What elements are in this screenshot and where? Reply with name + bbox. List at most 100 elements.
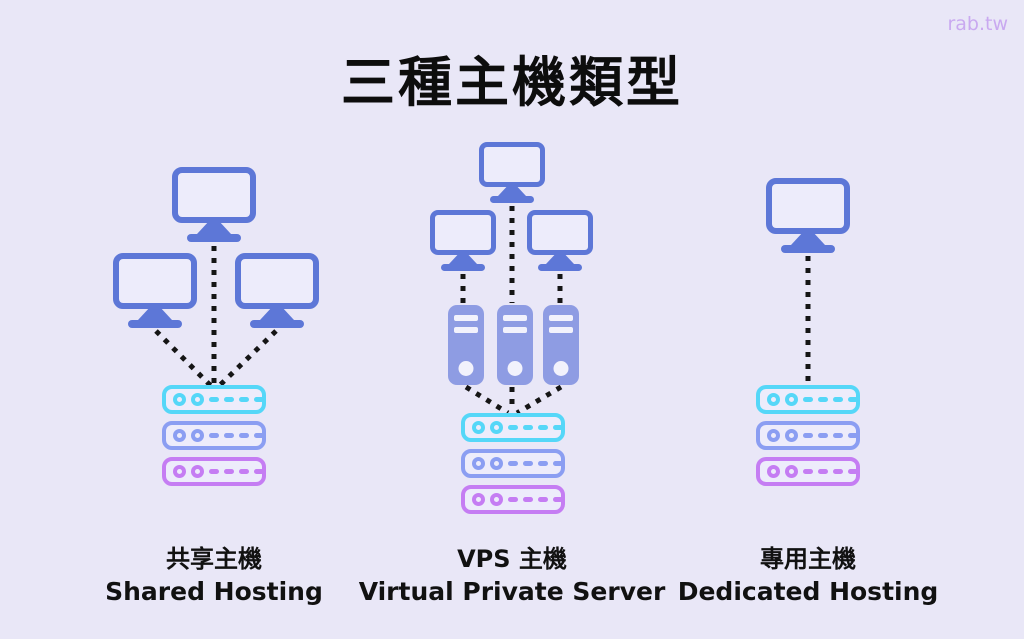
column-label-vps: VPS 主機 Virtual Private Server xyxy=(352,544,672,607)
rack-vent-dash xyxy=(818,433,828,438)
tower-power-led xyxy=(507,361,523,376)
rack-vent-dash xyxy=(224,433,234,438)
watermark: rab.tw xyxy=(947,13,1008,35)
rack-vent-dash xyxy=(818,397,828,402)
page-title: 三種主機類型 xyxy=(341,51,683,114)
monitor-screen xyxy=(172,167,256,223)
monitor-stand xyxy=(791,234,825,245)
monitor-base xyxy=(781,245,835,253)
rack-vent-dash xyxy=(508,497,518,502)
rack-vent-dash xyxy=(833,433,843,438)
rack-vent-dash xyxy=(848,469,858,474)
rack-vent-dash xyxy=(224,397,234,402)
rack-vent-dash xyxy=(538,497,548,502)
rack-vent-dash xyxy=(803,397,813,402)
server-rack-row-icon xyxy=(461,449,565,478)
rack-vent-dash xyxy=(254,433,264,438)
rack-led-circle xyxy=(191,393,204,406)
rack-vent-dash xyxy=(553,461,563,466)
label-en: Virtual Private Server xyxy=(358,577,666,606)
monitor-screen xyxy=(479,142,545,187)
rack-vent-dash xyxy=(508,461,518,466)
monitor-icon xyxy=(430,210,496,271)
server-rack-row-icon xyxy=(461,485,565,514)
rack-led-circle xyxy=(785,429,798,442)
monitor-icon xyxy=(527,210,593,271)
rack-vent-dash xyxy=(209,433,219,438)
rack-vent-dash xyxy=(523,461,533,466)
tower-drive-slot xyxy=(454,315,478,321)
rack-vent-dash xyxy=(254,469,264,474)
server-rack-row-icon xyxy=(756,421,860,450)
rack-vent-dash xyxy=(553,425,563,430)
rack-vent-dash xyxy=(523,497,533,502)
server-rack-row-icon xyxy=(162,457,266,486)
rack-led-circle xyxy=(767,465,780,478)
column-label-dedicated: 專用主機 Dedicated Hosting xyxy=(648,544,968,607)
monitor-stand xyxy=(498,187,526,196)
monitor-stand xyxy=(546,255,574,264)
rack-led-circle xyxy=(472,421,485,434)
label-zh: 專用主機 xyxy=(760,545,856,573)
label-zh: 共享主機 xyxy=(166,545,262,573)
server-rack-row-icon xyxy=(162,385,266,414)
server-rack-row-icon xyxy=(756,385,860,414)
rack-led-circle xyxy=(173,429,186,442)
rack-vent-dash xyxy=(508,425,518,430)
monitor-stand xyxy=(138,309,172,320)
rack-led-circle xyxy=(785,465,798,478)
rack-led-circle xyxy=(191,429,204,442)
monitor-base xyxy=(538,264,582,271)
monitor-base xyxy=(250,320,304,328)
rack-led-circle xyxy=(490,493,503,506)
column-label-shared: 共享主機 Shared Hosting xyxy=(54,544,374,607)
monitor-screen xyxy=(430,210,496,255)
rack-vent-dash xyxy=(239,397,249,402)
server-rack-row-icon xyxy=(461,413,565,442)
label-en: Dedicated Hosting xyxy=(677,577,939,606)
monitor-base xyxy=(490,196,534,203)
monitor-stand xyxy=(260,309,294,320)
rack-vent-dash xyxy=(224,469,234,474)
tower-drive-slot xyxy=(454,327,478,333)
rack-vent-dash xyxy=(209,397,219,402)
rack-vent-dash xyxy=(254,397,264,402)
monitor-screen xyxy=(527,210,593,255)
rack-vent-dash xyxy=(239,433,249,438)
tower-power-led xyxy=(553,361,569,376)
tower-drive-slot xyxy=(549,327,573,333)
rack-vent-dash xyxy=(538,461,548,466)
monitor-icon xyxy=(113,253,197,328)
monitor-base xyxy=(128,320,182,328)
rack-vent-dash xyxy=(833,397,843,402)
monitor-stand xyxy=(449,255,477,264)
monitor-screen xyxy=(113,253,197,309)
monitor-stand xyxy=(197,223,231,234)
rack-vent-dash xyxy=(803,469,813,474)
rack-led-circle xyxy=(472,457,485,470)
rack-vent-dash xyxy=(538,425,548,430)
server-rack-row-icon xyxy=(162,421,266,450)
tower-drive-slot xyxy=(549,315,573,321)
rack-led-circle xyxy=(173,465,186,478)
rack-vent-dash xyxy=(239,469,249,474)
tower-server-icon xyxy=(448,305,484,385)
server-rack-row-icon xyxy=(756,457,860,486)
rack-vent-dash xyxy=(803,433,813,438)
rack-led-circle xyxy=(767,429,780,442)
tower-drive-slot xyxy=(503,327,527,333)
rack-vent-dash xyxy=(209,469,219,474)
rack-led-circle xyxy=(472,493,485,506)
monitor-screen xyxy=(235,253,319,309)
tower-power-led xyxy=(458,361,474,376)
rack-vent-dash xyxy=(818,469,828,474)
monitor-icon xyxy=(172,167,256,242)
label-en: Shared Hosting xyxy=(105,577,323,606)
tower-server-icon xyxy=(543,305,579,385)
label-zh: VPS 主機 xyxy=(457,545,567,573)
rack-led-circle xyxy=(490,457,503,470)
rack-vent-dash xyxy=(523,425,533,430)
monitor-icon xyxy=(479,142,545,203)
